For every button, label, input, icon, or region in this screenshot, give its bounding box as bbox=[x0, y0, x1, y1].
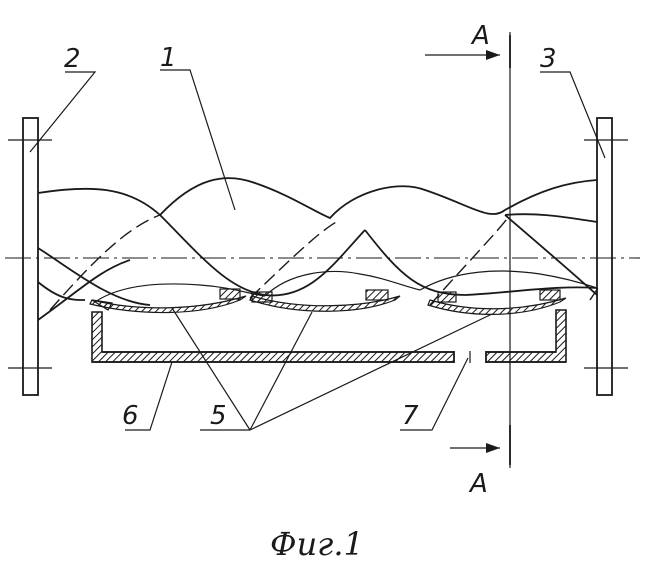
label-auger: 1 bbox=[160, 43, 177, 73]
trough-opening bbox=[454, 351, 486, 363]
section-label-bottom: A bbox=[468, 469, 488, 499]
label-right-flange: 3 bbox=[540, 44, 557, 74]
label-blades: 5 bbox=[210, 401, 227, 431]
label-left-flange: 2 bbox=[64, 44, 81, 74]
label-trough: 6 bbox=[122, 401, 139, 431]
section-line bbox=[425, 32, 510, 468]
label-opening: 7 bbox=[402, 401, 419, 431]
auger-helix bbox=[38, 178, 600, 320]
leader-lines bbox=[30, 70, 605, 430]
section-label-top: A bbox=[470, 21, 490, 51]
left-flange bbox=[8, 118, 52, 395]
right-flange bbox=[584, 118, 628, 395]
figure-caption: Фиг.1 bbox=[270, 525, 364, 563]
trough bbox=[92, 310, 566, 362]
